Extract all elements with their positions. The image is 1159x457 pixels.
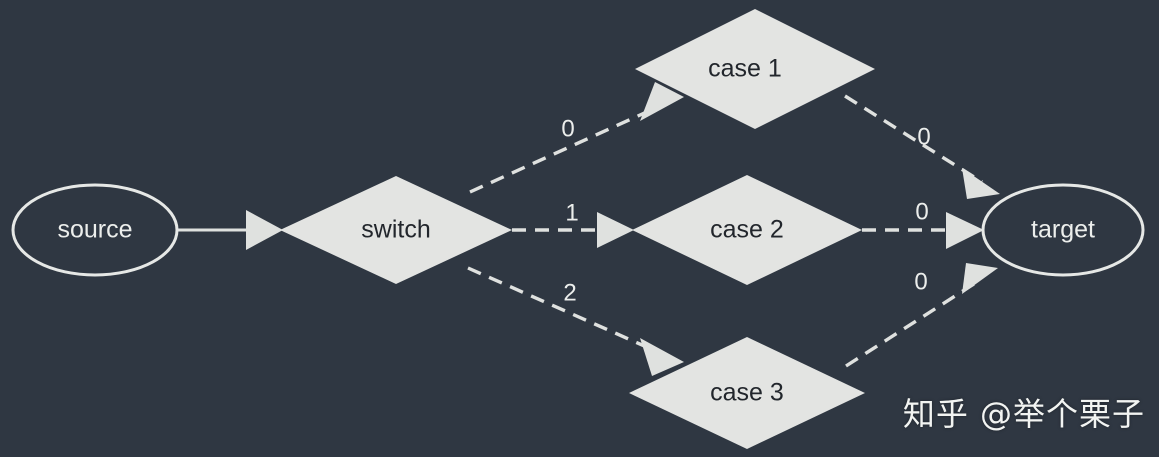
target-label: target bbox=[1031, 216, 1095, 244]
arrowhead-switch-case1 bbox=[640, 82, 684, 121]
edge-line-case1-target bbox=[844, 94, 983, 184]
switch-diamond-shape bbox=[280, 176, 512, 284]
edge-case3-target bbox=[845, 263, 998, 368]
node-switch[interactable]: switch bbox=[280, 176, 512, 284]
case1-diamond-shape bbox=[635, 9, 875, 129]
node-target[interactable]: target bbox=[981, 183, 1145, 277]
case2-label: case 2 bbox=[710, 216, 784, 244]
node-source[interactable]: source bbox=[11, 183, 179, 277]
node-case3[interactable]: case 3 bbox=[629, 337, 865, 449]
edge-line-switch-case3 bbox=[467, 266, 659, 354]
edge-label-switch-case1: 0 bbox=[561, 115, 574, 142]
switch-label: switch bbox=[361, 216, 430, 244]
node-case1[interactable]: case 1 bbox=[635, 9, 875, 129]
arrowhead-case3-target bbox=[962, 263, 998, 294]
source-ellipse-shape bbox=[11, 183, 179, 277]
edge-case1-target bbox=[844, 94, 1000, 199]
arrowhead-case1-target bbox=[962, 168, 1000, 199]
arrowhead-case2-target bbox=[946, 212, 984, 249]
edge-source-switch bbox=[177, 210, 283, 250]
edge-label-switch-case2: 1 bbox=[565, 199, 578, 226]
case3-label: case 3 bbox=[710, 379, 784, 407]
edge-label-switch-case3: 2 bbox=[563, 279, 576, 306]
case2-diamond-shape bbox=[632, 175, 862, 285]
arrowhead-source-switch bbox=[246, 210, 283, 250]
edge-label-case3-target: 0 bbox=[914, 268, 927, 295]
watermark-text: 知乎 @举个栗子 bbox=[902, 395, 1145, 433]
edge-line-case3-target bbox=[845, 278, 981, 368]
edge-switch-case2 bbox=[512, 212, 634, 248]
edge-label-case2-target: 0 bbox=[915, 198, 928, 225]
edge-switch-case3 bbox=[467, 266, 684, 376]
target-ellipse-shape bbox=[981, 183, 1145, 277]
edge-line-switch-case1 bbox=[469, 104, 661, 194]
arrowhead-switch-case2 bbox=[597, 212, 634, 248]
edge-case2-target bbox=[862, 212, 984, 249]
source-label: source bbox=[57, 216, 132, 244]
case3-diamond-shape bbox=[629, 337, 865, 449]
edge-label-case1-target: 0 bbox=[917, 123, 930, 150]
edge-switch-case1 bbox=[469, 82, 684, 194]
case1-label: case 1 bbox=[708, 55, 782, 83]
arrowhead-switch-case3 bbox=[640, 338, 684, 376]
node-case2[interactable]: case 2 bbox=[632, 175, 862, 285]
